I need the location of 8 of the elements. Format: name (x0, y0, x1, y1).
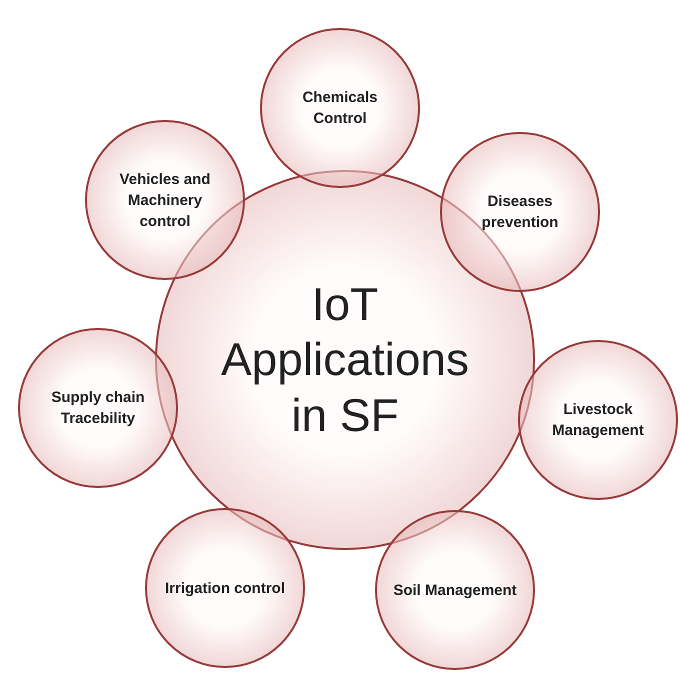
node-label: Chemicals Control (301, 88, 379, 129)
node-label: Soil Management (393, 580, 517, 600)
node-label: Supply chain Tracebility (50, 388, 146, 429)
node-label: IoT Applications in SF (220, 277, 470, 443)
node-label: Vehicles and Machinery control (118, 170, 212, 232)
node-label: Irrigation control (165, 578, 285, 598)
node-label: Livestock Management (551, 400, 645, 441)
node-label: Diseases prevention (480, 192, 560, 233)
